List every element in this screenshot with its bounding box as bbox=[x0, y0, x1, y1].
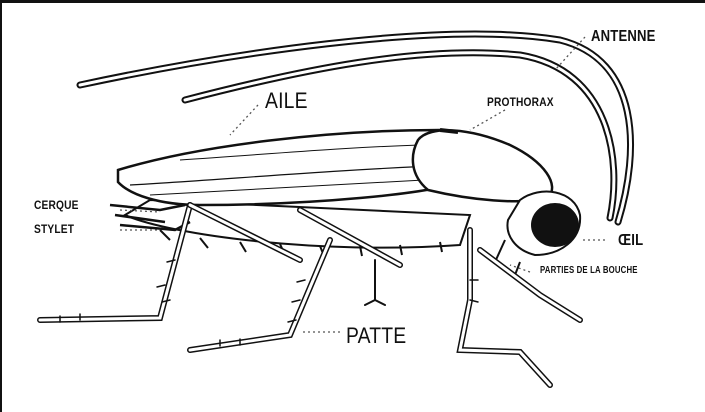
leader-prothorax bbox=[470, 110, 505, 130]
leader-bouche bbox=[510, 265, 530, 272]
label-prothorax: PROTHORAX bbox=[487, 95, 554, 109]
label-parties-bouche: PARTIES DE LA BOUCHE bbox=[540, 265, 638, 276]
prothorax-shape bbox=[413, 130, 552, 201]
label-patte: PATTE bbox=[346, 323, 406, 349]
label-oeil: ŒIL bbox=[618, 232, 643, 250]
label-antenne: ANTENNE bbox=[591, 28, 656, 46]
label-cerque: CERQUE bbox=[34, 198, 79, 212]
label-stylet: STYLET bbox=[34, 222, 74, 236]
head bbox=[495, 192, 580, 275]
label-aile: AILE bbox=[265, 88, 308, 114]
leader-aile bbox=[230, 105, 258, 135]
